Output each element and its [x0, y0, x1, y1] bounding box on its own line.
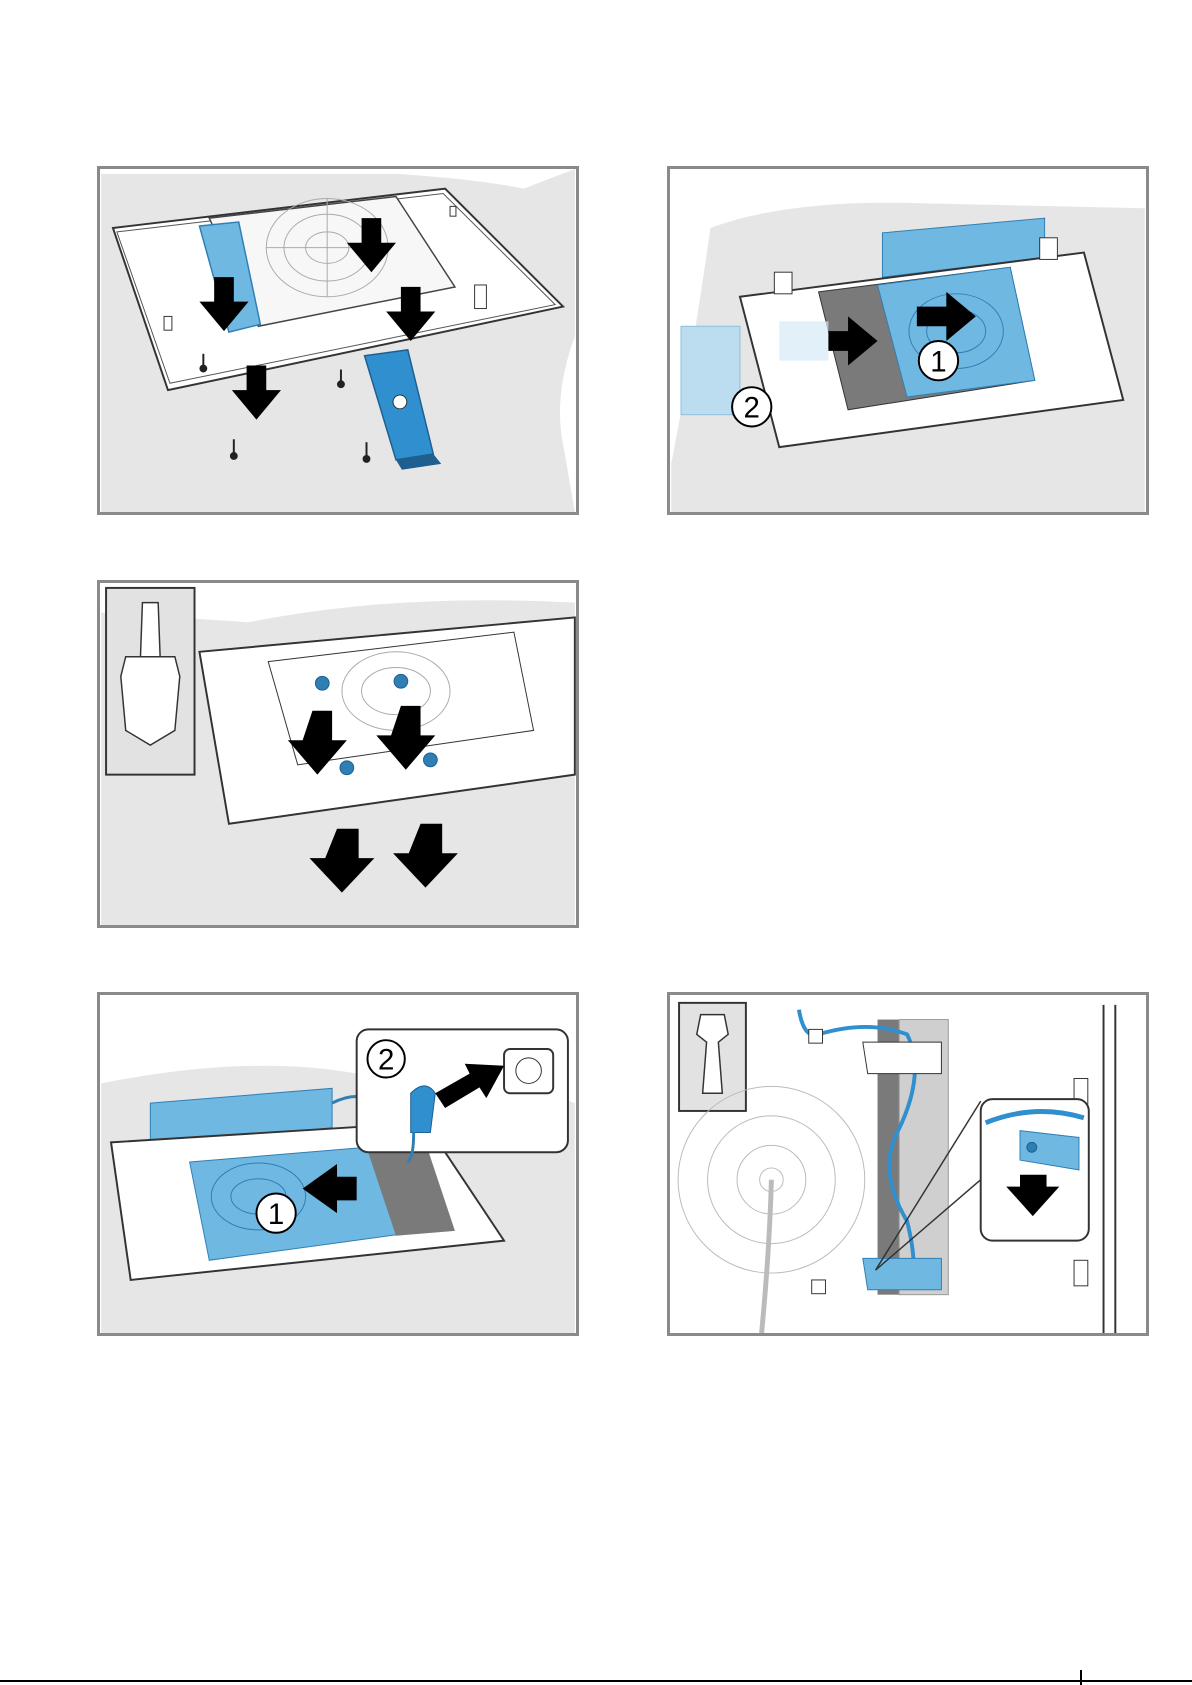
figure-insert-module: 1 2 — [667, 166, 1149, 515]
socket-icon — [504, 1049, 553, 1093]
figure-remove-plates — [97, 166, 579, 515]
figure-insert-module-drawing: 1 2 — [670, 169, 1146, 512]
figure-remove-plates-drawing — [100, 169, 576, 512]
callout-2-label: 2 — [378, 1044, 394, 1077]
callout-1-label: 1 — [268, 1198, 284, 1231]
figure-connect-power: 2 1 — [97, 992, 579, 1336]
figure-torx-screws — [97, 580, 579, 928]
callout-1-label: 1 — [930, 345, 946, 378]
figure-torx-screws-drawing — [100, 583, 576, 925]
figure-cable-routing — [667, 992, 1149, 1336]
callout-2-label: 2 — [744, 392, 760, 425]
figure-cable-routing-drawing — [670, 995, 1146, 1333]
page-footer-tick — [1080, 1670, 1082, 1685]
screw-icon — [1027, 1142, 1037, 1152]
page-footer-rule — [0, 1680, 1192, 1682]
figure-connect-power-drawing: 2 1 — [100, 995, 576, 1333]
